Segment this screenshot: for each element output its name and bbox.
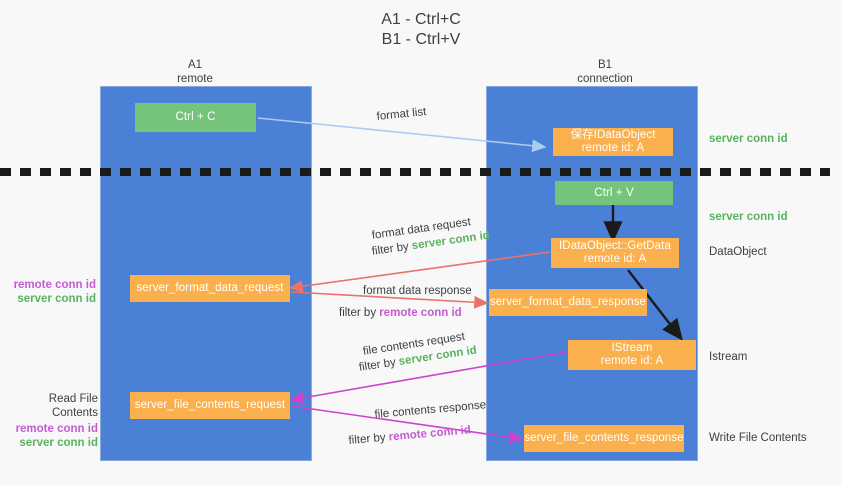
right-label-dataobject: DataObject bbox=[709, 246, 767, 258]
right-label-server-conn-id-2: server conn id bbox=[709, 211, 788, 223]
box-save-idataobject[interactable]: 保存IDataObject remote id: A bbox=[553, 128, 673, 156]
box-ctrl-c[interactable]: Ctrl + C bbox=[135, 103, 256, 132]
column-header-a1: A1 remote bbox=[177, 59, 213, 85]
left-label-remote-conn-id-2: remote conn id bbox=[15, 423, 98, 435]
box-server-format-data-response[interactable]: server_format_data_response bbox=[489, 289, 647, 316]
filter-prefix-1: filter by bbox=[371, 240, 413, 258]
left-label-remote-conn-id-1: remote conn id bbox=[13, 279, 96, 291]
filter-prefix-2: filter by bbox=[339, 307, 380, 319]
box-idataobject-getdata[interactable]: IDataObject::GetData remote id: A bbox=[551, 238, 679, 268]
filter-value-remote-conn-id-2: remote conn id bbox=[388, 424, 472, 444]
left-label-group-format: remote conn id server conn id bbox=[8, 278, 96, 306]
annotation-format-data-response: format data response bbox=[363, 285, 472, 297]
box-istream[interactable]: IStream remote id: A bbox=[568, 340, 696, 370]
box-server-format-data-request[interactable]: server_format_data_request bbox=[130, 275, 290, 302]
box-server-file-contents-request[interactable]: server_file_contents_request bbox=[130, 392, 290, 419]
box-server-file-contents-response[interactable]: server_file_contents_response bbox=[524, 425, 684, 452]
right-label-server-conn-id-1: server conn id bbox=[709, 133, 788, 145]
annotation-format-list: format list bbox=[376, 105, 427, 123]
left-label-server-conn-id-1: server conn id bbox=[17, 293, 96, 305]
box-ctrl-v[interactable]: Ctrl + V bbox=[555, 181, 673, 205]
column-header-b1: B1 connection bbox=[577, 59, 633, 85]
annotation-file-contents-response: file contents response bbox=[374, 399, 487, 421]
annotation-file-contents-response-filter: filter by remote conn id bbox=[348, 423, 472, 449]
left-label-read-file-contents: Read File Contents bbox=[48, 393, 98, 419]
filter-prefix-4: filter by bbox=[348, 431, 390, 447]
filter-value-remote-conn-id-1: remote conn id bbox=[379, 307, 462, 319]
left-label-group-file: Read File Contents remote conn id server… bbox=[2, 392, 98, 450]
left-label-server-conn-id-2: server conn id bbox=[19, 437, 98, 449]
right-label-write-file-contents: Write File Contents bbox=[709, 432, 807, 444]
right-label-istream: Istream bbox=[709, 351, 748, 363]
annotation-format-data-response-filter: filter by remote conn id bbox=[339, 306, 462, 321]
page-title: A1 - Ctrl+C B1 - Ctrl+V bbox=[381, 11, 461, 48]
